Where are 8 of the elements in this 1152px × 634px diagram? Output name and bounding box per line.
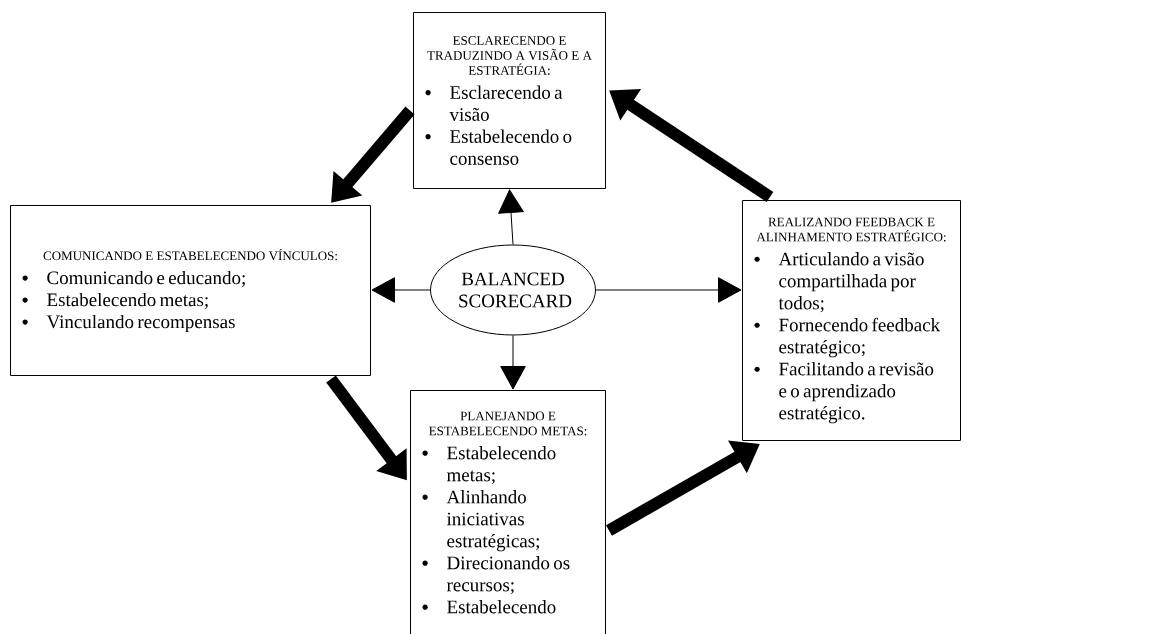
process-box: PLANEJANDO E ESTABELECENDO METAS: Estabelecendo metas; Alinhando iniciativas estratégicas; Direcionando os recursos; Estabelecendo: [410, 390, 606, 634]
process-box: COMUNICANDO E ESTABELECENDO VÍNCULOS: Comunicando e educando; Estabelecendo metas; Vinculando recompensas: [10, 205, 371, 376]
process-box: REALIZANDO FEEDBACK E ALINHAMENTO ESTRATÉGICO: Articulando a visão compartilhada por todos; Fornecendo feedback estratégico; Facilitando a revisão e o aprendizado estratégico.: [742, 200, 961, 441]
arrow: [595, 277, 742, 303]
process-box: ESCLARECENDO E TRADUZINDO A VISÃO E A ESTRATÉGIA: Esclarecendo a visão Estabelecendo o consenso: [413, 12, 606, 189]
arrow: [498, 189, 524, 245]
arrow: [371, 277, 431, 303]
arrow: [500, 335, 526, 390]
